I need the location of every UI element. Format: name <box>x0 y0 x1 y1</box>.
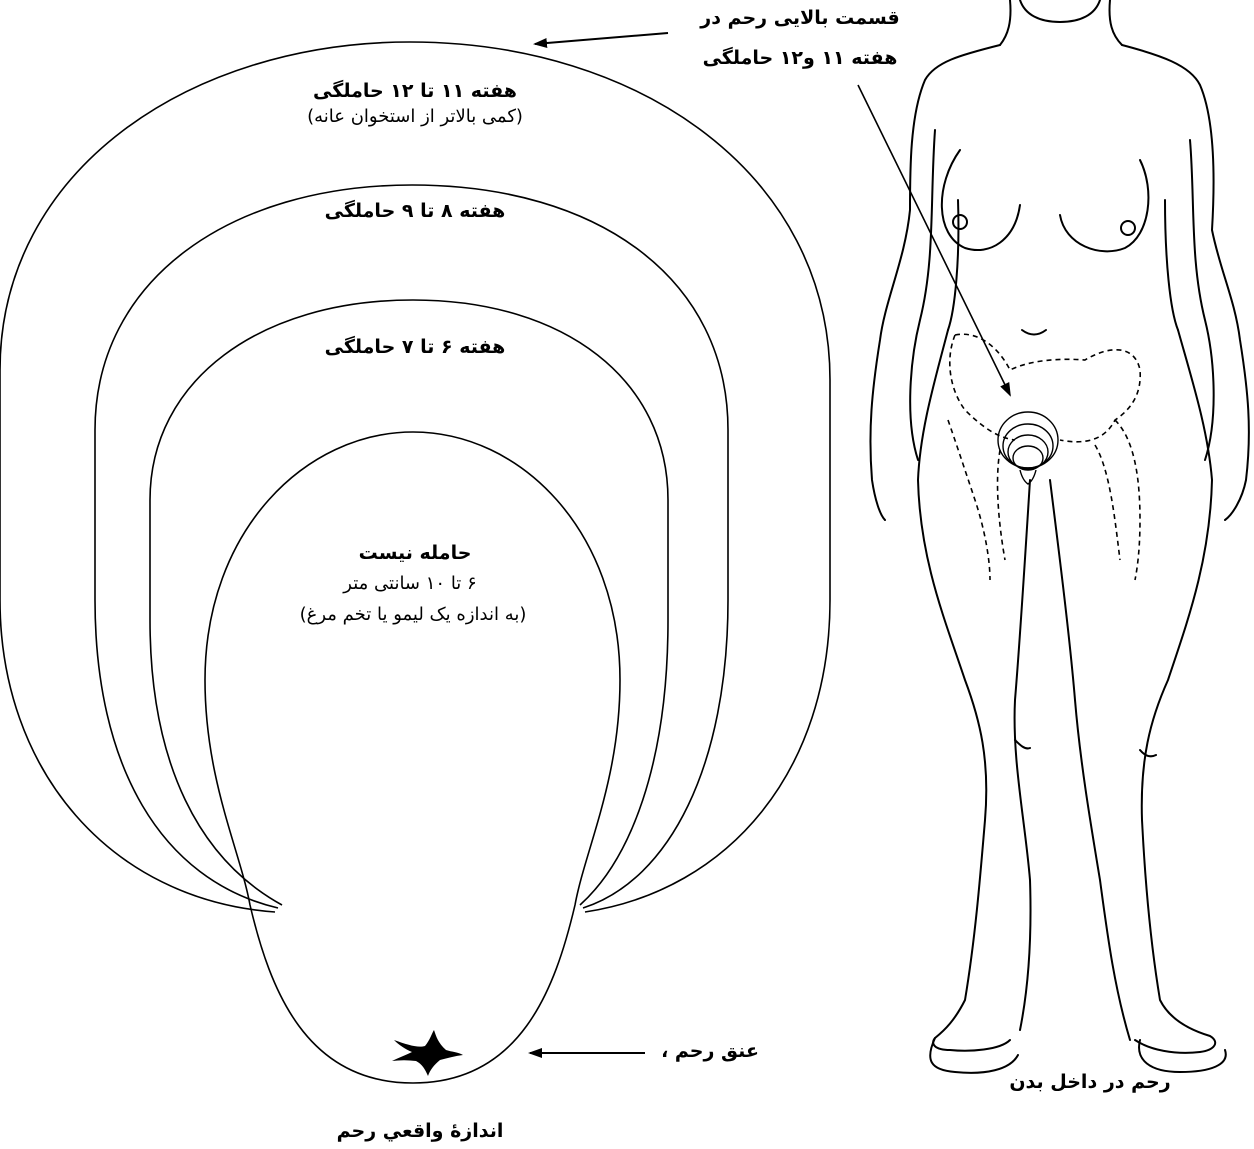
top-label-line2: هفته ۱۱ و۱۲ حاملگی <box>680 47 920 71</box>
arrow-top-of-uterus <box>535 33 668 44</box>
outline-weeks-11-12 <box>0 42 830 912</box>
pelvis-bones <box>948 334 1140 580</box>
cervix-mark <box>392 1030 463 1076</box>
outline-weeks-6-7 <box>150 300 668 905</box>
top-label-line1: قسمت بالایی رحم در <box>680 7 920 31</box>
note-not-pregnant: (به اندازه یک لیمو یا تخم مرغ) <box>258 604 568 627</box>
caption-body: رحم در داخل بدن <box>990 1071 1190 1095</box>
caption-actual-size: اندازۀ واقعي رحم <box>320 1120 520 1144</box>
label-weeks-6-7: هفته ۶ تا ۷ حاملگی <box>310 336 520 360</box>
label-not-pregnant: حامله نیست <box>330 542 500 566</box>
note-weeks-11-12: (کمی بالاتر از استخوان عانه) <box>265 106 565 129</box>
outline-not-pregnant <box>205 432 620 1083</box>
label-cervix: عنق رحم ، <box>650 1040 770 1064</box>
woman-figure <box>870 0 1248 1073</box>
label-weeks-11-12: هفته ۱۱ تا ۱۲ حاملگی <box>300 80 530 104</box>
uterus-in-body <box>998 412 1058 484</box>
size-not-pregnant: ۶ تا ۱۰ سانتی متر <box>310 573 510 596</box>
label-weeks-8-9: هفته ۸ تا ۹ حاملگی <box>310 200 520 224</box>
